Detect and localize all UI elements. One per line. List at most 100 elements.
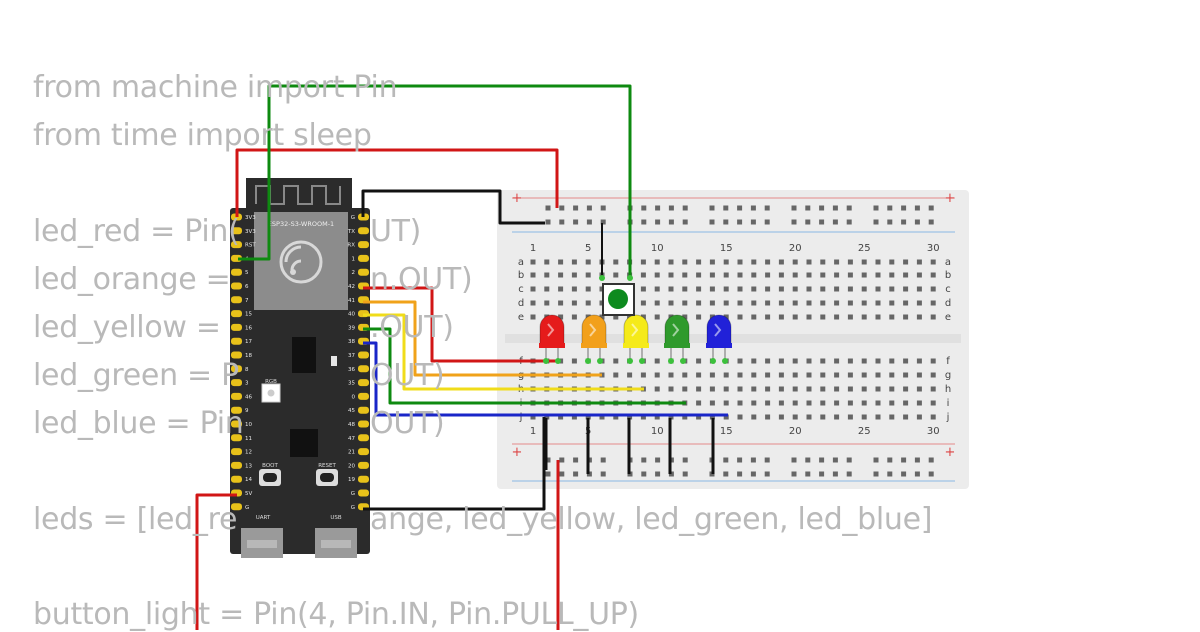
wires	[195, 84, 728, 630]
rail-hole	[559, 457, 565, 463]
breadboard-hole	[861, 286, 867, 292]
rail-hole	[846, 205, 852, 211]
header-pin	[231, 337, 242, 345]
pushbutton[interactable]	[599, 275, 635, 316]
breadboard-hole	[834, 259, 840, 265]
rail-hole	[914, 205, 920, 211]
breadboard-hole	[709, 400, 715, 406]
rail-hole	[641, 457, 647, 463]
breadboard-hole	[792, 372, 798, 378]
row-letter: b	[945, 270, 951, 281]
breadboard-hole	[682, 300, 688, 306]
breadboard-hole	[640, 300, 646, 306]
breadboard-hole	[751, 300, 757, 306]
breadboard-hole	[696, 314, 702, 320]
breadboard-hole	[571, 272, 577, 278]
code-line-12: button_light = Pin(4, Pin.IN, Pin.PULL_U…	[33, 597, 639, 632]
breadboard-hole	[806, 300, 812, 306]
led-reflector	[672, 323, 680, 337]
breadboard-hole	[654, 414, 660, 420]
wire-black-gnd-bottom	[363, 417, 546, 511]
breadboard-hole	[640, 372, 646, 378]
breadboard-hole	[696, 400, 702, 406]
row-letter: c	[518, 284, 524, 295]
breadboard-hole	[751, 372, 757, 378]
breadboard-hole	[765, 286, 771, 292]
breadboard-hole	[792, 314, 798, 320]
usb-port-inner	[321, 540, 351, 548]
breadboard-hole	[792, 272, 798, 278]
breadboard-hole	[861, 300, 867, 306]
rail-hole	[914, 471, 920, 477]
breadboard-hole	[889, 286, 895, 292]
row-letter: a	[518, 257, 524, 268]
pin-label: 10	[245, 422, 252, 428]
breadboard-hole	[627, 414, 633, 420]
breadboard-hole	[875, 386, 881, 392]
header-pin	[231, 392, 242, 400]
breadboard-hole	[889, 300, 895, 306]
rail-hole	[586, 205, 592, 211]
breadboard-hole	[723, 259, 729, 265]
breadboard-hole	[889, 372, 895, 378]
row-letter: d	[945, 298, 951, 309]
breadboard-hole	[916, 272, 922, 278]
row-letter: e	[945, 312, 951, 323]
pushbutton-cap[interactable]	[608, 289, 628, 309]
rail-hole	[901, 205, 907, 211]
pin-label: RX	[347, 243, 355, 249]
breadboard-hole	[847, 358, 853, 364]
breadboard-hole	[834, 386, 840, 392]
rail-hole	[750, 219, 756, 225]
led-pin-dot	[710, 358, 716, 364]
breadboard-hole	[640, 286, 646, 292]
breadboard-hole	[861, 272, 867, 278]
header-pin	[358, 489, 369, 497]
breadboard-hole	[668, 414, 674, 420]
breadboard-hole	[930, 300, 936, 306]
rail-hole	[545, 219, 551, 225]
breadboard-hole	[916, 314, 922, 320]
column-number: 25	[858, 426, 871, 437]
breadboard-hole	[778, 259, 784, 265]
pin-label: 18	[245, 353, 252, 359]
rail-hole	[559, 219, 565, 225]
rail-hole	[887, 457, 893, 463]
breadboard-hole	[861, 386, 867, 392]
rail-hole	[600, 471, 606, 477]
wire-red-5v	[195, 493, 237, 630]
rail-hole	[901, 457, 907, 463]
column-number: 1	[530, 426, 536, 437]
header-pin	[358, 351, 369, 359]
breadboard-hole	[613, 414, 619, 420]
rail-hole	[545, 457, 551, 463]
wire-red-3v3	[235, 148, 559, 217]
breadboard-hole	[930, 272, 936, 278]
breadboard-hole	[847, 272, 853, 278]
breadboard-hole	[765, 372, 771, 378]
breadboard-hole	[682, 386, 688, 392]
pin-label: 48	[348, 422, 355, 428]
breadboard-hole	[682, 259, 688, 265]
code-line-4: led_red = Pin(	[33, 214, 240, 249]
code-fragment-orange: n.OUT)	[370, 262, 473, 297]
breadboard-hole	[903, 400, 909, 406]
rgb-label: RGB	[265, 379, 277, 385]
row-letter: d	[518, 298, 524, 309]
breadboard-hole	[751, 414, 757, 420]
breadboard-hole	[723, 314, 729, 320]
breadboard-hole	[834, 414, 840, 420]
rail-hole	[573, 205, 579, 211]
boot-label: BOOT	[262, 463, 278, 469]
breadboard-hole	[696, 286, 702, 292]
breadboard-hole	[820, 414, 826, 420]
rail-hole	[791, 471, 797, 477]
breadboard-divider	[505, 334, 961, 343]
usb-label: USB	[330, 515, 342, 521]
breadboard-hole	[847, 372, 853, 378]
breadboard-hole	[613, 372, 619, 378]
rail-hole	[914, 219, 920, 225]
breadboard-hole	[834, 358, 840, 364]
header-pin	[231, 379, 242, 387]
